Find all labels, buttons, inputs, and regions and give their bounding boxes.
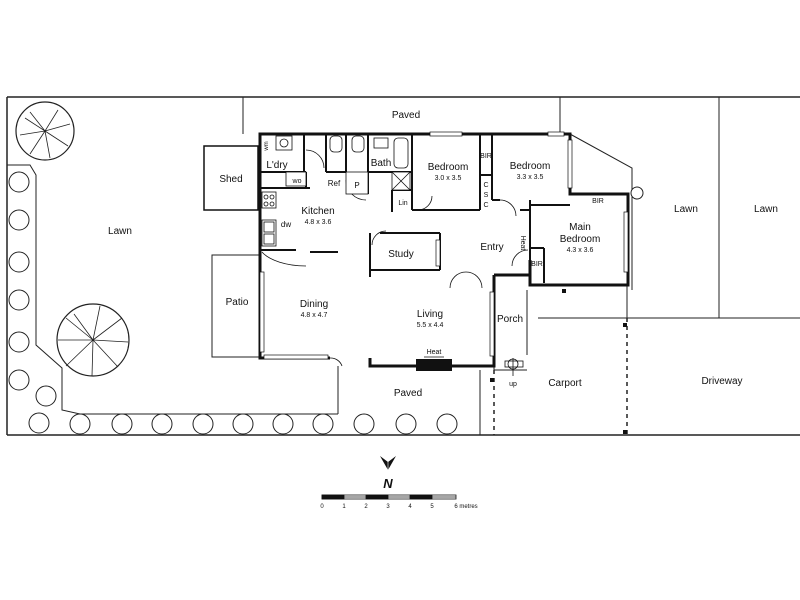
label-bedroom-2-size: 3.0 x 3.5 [435,175,462,182]
label-dining: Dining [300,299,328,310]
scale-tick-5: 5 [430,504,434,510]
label-bath: Bath [371,158,392,169]
label-patio: Patio [226,297,249,308]
label-laundry: L'dry [266,160,287,171]
label-ref: Ref [328,179,341,188]
label-dw: dw [281,220,291,229]
label-study: Study [388,249,414,260]
label-main-bedroom-size: 4.3 x 3.6 [567,247,594,254]
label-bedroom-3: Bedroom [510,161,551,172]
scale-tick-4: 4 [408,504,412,510]
tree-large-north [15,101,75,161]
scale-tick-1: 1 [342,504,346,510]
label-paved-south: Paved [394,388,422,399]
label-wo: wo [292,178,302,185]
label-bir-3: BIR [531,261,543,268]
scale-tick-2: 2 [364,504,368,510]
label-lawn-west: Lawn [108,226,132,237]
label-pantry: P [354,181,359,190]
site-boundary [6,96,800,436]
label-linen: Lin [398,200,407,207]
label-lawn-east-1: Lawn [674,204,698,215]
label-bir-2: BIR [592,198,604,205]
label-bir-1: BIR [480,153,492,160]
label-c-2: S [484,192,489,199]
label-shed: Shed [219,174,242,185]
labels: Lawn Paved Lawn Lawn Shed Patio Paved Ca… [108,110,778,399]
label-bedroom-2: Bedroom [428,162,469,173]
windows [259,131,629,360]
scale-tick-3: 3 [386,504,390,510]
scale-tick-6: 6 metres [454,504,477,510]
label-living-size: 5.5 x 4.4 [417,322,444,329]
scale-tick-0: 0 [320,504,324,510]
label-north: N [383,476,393,491]
label-dining-size: 4.8 x 4.7 [301,312,328,319]
carport-posts [490,289,627,434]
label-porch: Porch [497,314,523,325]
label-kitchen-size: 4.8 x 3.6 [305,219,332,226]
label-lawn-east-2: Lawn [754,204,778,215]
shrubs [8,171,644,435]
label-paved-north: Paved [392,110,420,121]
shed-outline [203,145,259,211]
label-c-3: C [483,202,488,209]
label-heat-entry: Heat [519,236,526,251]
label-heat-living: Heat [427,349,442,356]
fixtures [261,135,524,370]
label-bedroom-3-size: 3.3 x 3.5 [517,174,544,181]
label-driveway: Driveway [701,376,742,387]
tree-large-south [56,303,130,377]
scale-labels: 0 1 2 3 4 5 6 metres [320,504,477,510]
label-main-bedroom-1: Main [569,222,591,233]
label-wm: wm [264,141,270,151]
label-main-bedroom-2: Bedroom [560,234,601,245]
label-entry: Entry [480,242,503,253]
heater-living [416,359,452,371]
north-arrow: N [380,456,396,491]
label-carport: Carport [548,378,582,389]
label-up: up [509,381,517,388]
label-living: Living [417,309,443,320]
scale-bar [321,494,457,500]
label-kitchen: Kitchen [301,206,334,217]
label-c-1: C [483,182,488,189]
